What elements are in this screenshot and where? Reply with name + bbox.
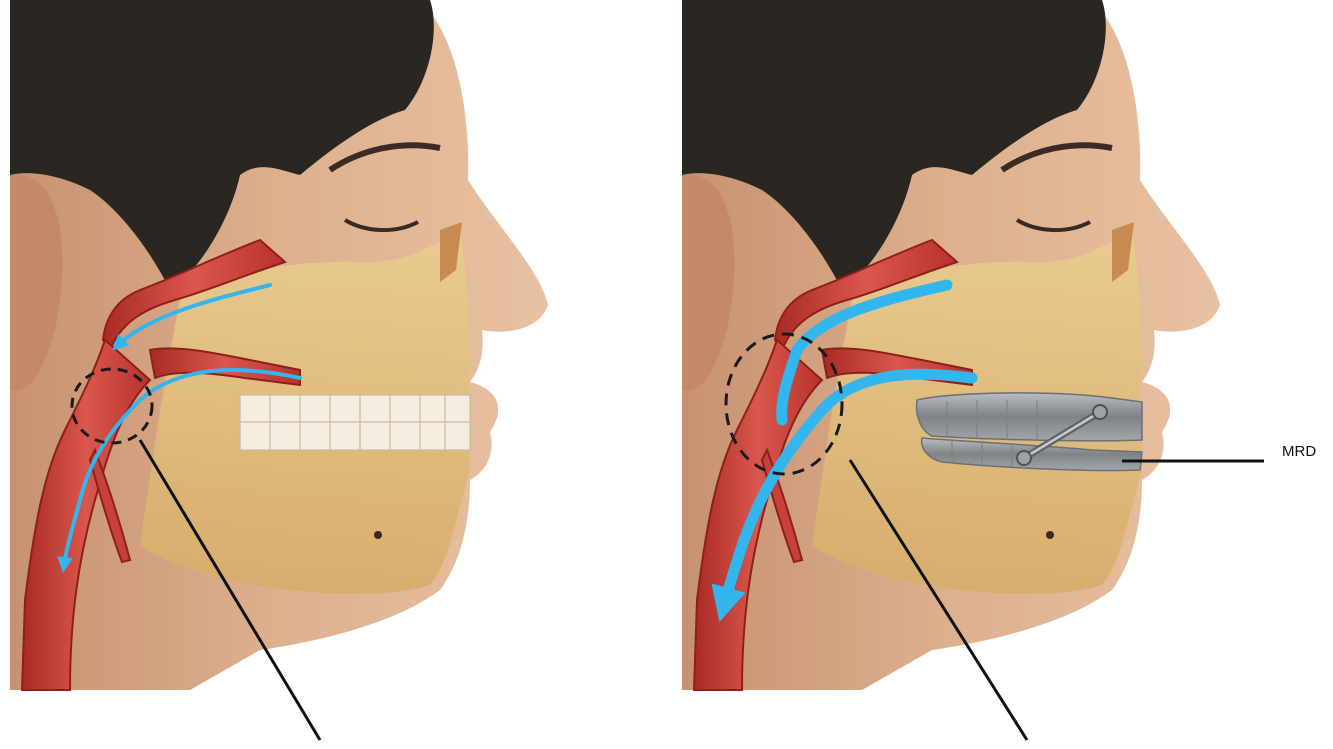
panel-with-device (682, 0, 1264, 740)
teeth (240, 395, 470, 450)
mandibular-repositioning-device (917, 393, 1142, 471)
mrd-label: MRD (1282, 443, 1316, 460)
panel-without-device (10, 0, 548, 740)
